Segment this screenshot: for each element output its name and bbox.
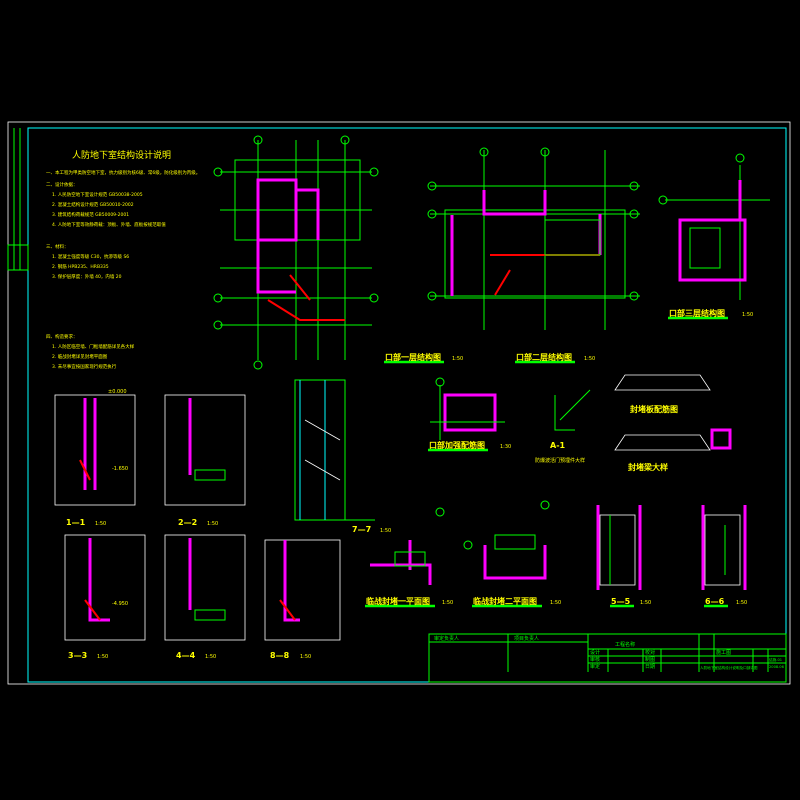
note-line: 3. 未尽事宜按国家现行规范执行 (52, 363, 117, 370)
block-plan-2: 临战封堵二平面图 1:50 (463, 500, 561, 608)
drawing-stage: 施工图 (716, 649, 731, 656)
elevation-label: -1.650 (112, 466, 128, 472)
binding-strip (7, 128, 29, 271)
section-2-title: 2—2 (178, 518, 197, 527)
note-line: 二、设计依据： (46, 181, 78, 188)
section-1: 1—1 1:50 (54, 394, 136, 527)
note-line: 1. 混凝土强度等级 C30，抗渗等级 S6 (52, 253, 129, 260)
note-line: 2. 临战封堵详见封堵平面图 (52, 353, 108, 360)
plan-2-scale: 1:50 (584, 356, 595, 362)
cell-check: 校对 (645, 649, 655, 656)
plan-3-scale: 1:50 (742, 312, 753, 318)
detail-b: 封堵板配筋图 封堵梁大样 (614, 374, 732, 472)
detail-c-title: 封堵梁大样 (628, 462, 668, 472)
project-name-label: 工程名称 (615, 641, 635, 648)
note-line: 四、构造要求： (46, 333, 78, 340)
note-line: 3. 保护层厚度：外墙 40，内墙 20 (52, 273, 122, 280)
design-notes: 人防地下室结构设计说明 一、本工程为甲类防空地下室，抗力级别为核6级、常6级，防… (46, 149, 200, 370)
section-8-title: 8—8 (270, 651, 290, 660)
cell-approve: 审定 (590, 663, 600, 670)
section-6: 6—6 1:50 (701, 505, 747, 608)
block-plan-1-title: 临战封堵一平面图 (366, 596, 430, 606)
block-plan-2-title: 临战封堵二平面图 (473, 596, 537, 606)
section-1-title: 1—1 (66, 518, 86, 527)
drawing-name: 人防地下室结构设计说明及口部详图 (700, 665, 758, 670)
section-3-title: 3—3 (68, 651, 87, 660)
plan-3: 口部三层结构图 1:50 (658, 153, 770, 320)
section-5-scale: 1:50 (640, 600, 651, 606)
note-line: 2. 钢筋 HPB235、HRB335 (52, 263, 109, 270)
section-4-title: 4—4 (176, 651, 196, 660)
section-4-scale: 1:50 (205, 654, 216, 660)
notes-title: 人防地下室结构设计说明 (72, 149, 171, 161)
title-block-col1: 审定负责人 (434, 635, 459, 642)
inner-frame (27, 127, 787, 683)
cell-date: 日期 (645, 664, 655, 670)
note-line: 3. 建筑结构荷载规范 GB50009-2001 (52, 211, 129, 218)
detail-plan: 口部加强配筋图 1:30 (428, 377, 511, 452)
drawing-date: 2008.06 (769, 665, 785, 669)
detail-plan-scale: 1:30 (500, 444, 511, 450)
block-plan-1: 临战封堵一平面图 1:50 (365, 507, 453, 608)
block-plan-1-scale: 1:50 (442, 600, 453, 606)
note-line: 2. 混凝土结构设计规范 GB50010-2002 (52, 201, 134, 208)
note-line: 1. 人民防空地下室设计规范 GB50038-2005 (52, 191, 143, 198)
stair-section: 7—7 1:50 (294, 379, 391, 534)
section-3: 3—3 1:50 (64, 534, 146, 660)
plan-1-title: 口部一层结构图 (385, 352, 441, 362)
elevation-label: -4.950 (112, 601, 128, 607)
section-6-scale: 1:50 (736, 600, 747, 606)
cell-review: 审核 (590, 656, 600, 663)
section-2: 2—2 1:50 (164, 394, 246, 527)
title-block-col2: 项目负责人 (514, 635, 539, 642)
title-block: 审定负责人 项目负责人 工程名称 设计 校对 审核 制图 审定 日期 施工图 人… (428, 633, 787, 683)
cell-drafter: 制图 (645, 656, 655, 663)
plan-3-title: 口部三层结构图 (669, 308, 725, 318)
plan-1: 口部一层结构图 1:50 (213, 135, 463, 370)
section-6-title: 6—6 (705, 597, 725, 606)
section-5-title: 5—5 (611, 597, 631, 606)
note-line: 一、本工程为甲类防空地下室，抗力级别为核6级、常6级，防化级别为丙级。 (46, 169, 200, 176)
section-7-title: 7—7 (352, 525, 371, 534)
outer-frame (7, 121, 791, 685)
detail-a: A-1 防爆波活门预埋件大样 (535, 389, 591, 464)
section-4: 4—4 1:50 (164, 534, 246, 660)
section-8-scale: 1:50 (300, 654, 311, 660)
section-2-scale: 1:50 (207, 521, 218, 527)
block-plan-2-scale: 1:50 (550, 600, 561, 606)
elevation-label: ±0.000 (108, 389, 127, 395)
section-7-scale: 1:50 (380, 528, 391, 534)
detail-plan-title: 口部加强配筋图 (429, 440, 485, 450)
detail-a-title: A-1 (550, 441, 566, 450)
plan-2-title: 口部二层结构图 (516, 352, 572, 362)
section-5: 5—5 1:50 (596, 505, 651, 608)
plan-1-scale: 1:50 (452, 356, 463, 362)
note-line: 1. 人防区临空墙、门框墙配筋详见各大样 (52, 343, 135, 350)
note-line: 三、材料： (46, 243, 69, 250)
section-3-scale: 1:50 (97, 654, 108, 660)
section-8: 8—8 1:50 (264, 539, 341, 660)
detail-b-title: 封堵板配筋图 (630, 404, 678, 414)
detail-a-subtitle: 防爆波活门预埋件大样 (535, 457, 585, 464)
drawing-number: 结施-01 (769, 657, 782, 662)
plan-2: 口部二层结构图 1:50 (427, 147, 640, 364)
note-line: 4. 人防地下室等效静荷载：顶板、外墙、底板按规范取值 (52, 221, 166, 228)
section-1-scale: 1:50 (95, 521, 106, 527)
cell-design: 设计 (590, 649, 600, 656)
